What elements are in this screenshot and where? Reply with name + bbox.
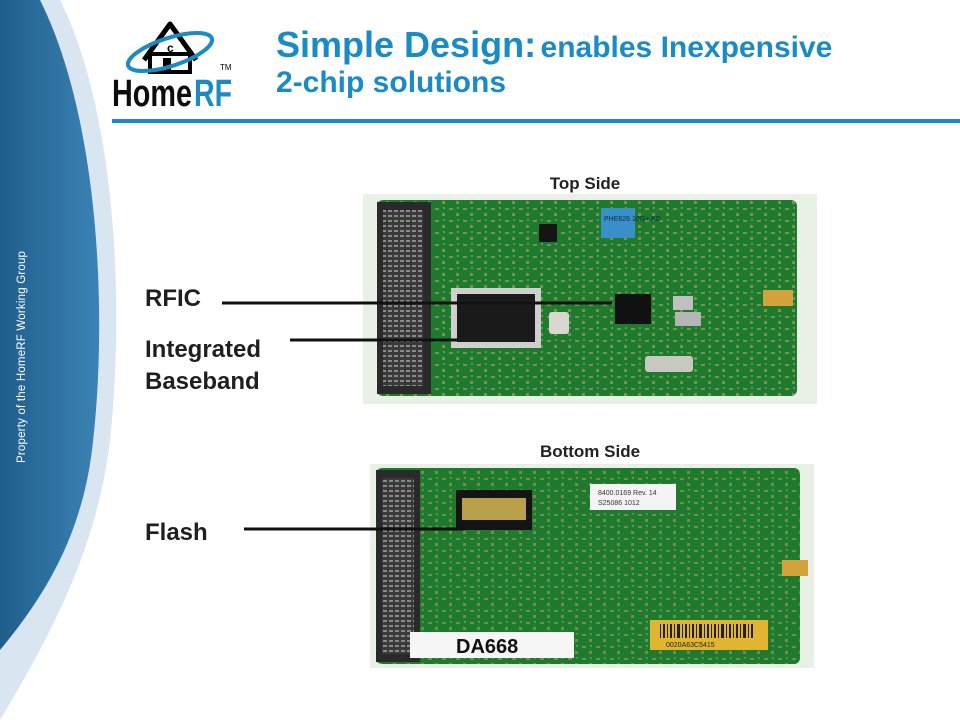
bottom-side-label: Bottom Side	[539, 442, 641, 461]
bottom-id-label: DA668	[456, 636, 518, 658]
title-underline	[112, 119, 960, 123]
top-side-board-photo: PHE626 10G+ KD	[363, 194, 817, 404]
bottom-sticker-line2: S25086 1012	[598, 500, 640, 507]
logo-tm: TM	[220, 63, 232, 72]
title-main: Simple Design:	[276, 24, 537, 65]
logo-rf-text: RF	[194, 73, 232, 115]
barcode-text: 0020A63C5415	[666, 642, 715, 649]
homerf-logo: c Home RF TM	[112, 21, 232, 115]
bottom-sticker-line1: 8400.0169 Rev. 14	[598, 490, 657, 497]
top-side-label: Top Side	[549, 174, 621, 193]
house-icon: c	[125, 21, 215, 74]
svg-text:c: c	[167, 41, 174, 55]
callout-baseband-line2: Baseband	[145, 367, 260, 395]
top-chip-mark: PHE626 10G+ KD	[604, 216, 661, 223]
callout-integrated-baseband: Integrated Baseband	[145, 334, 261, 398]
slide-title: Simple Design: enables Inexpensive 2-chi…	[276, 24, 946, 100]
callout-rfic: RFIC	[145, 285, 201, 312]
title-sub: enables Inexpensive	[540, 31, 833, 64]
side-decoration	[0, 0, 117, 720]
callout-flash: Flash	[145, 519, 208, 546]
bottom-side-board-photo: 8400.0169 Rev. 14 S25086 1012 DA668 0020…	[370, 464, 814, 668]
property-note: Property of the HomeRF Working Group	[16, 250, 28, 463]
logo-home-text: Home	[112, 73, 192, 115]
callout-baseband-line1: Integrated	[145, 336, 262, 363]
title-line2: 2-chip solutions	[276, 65, 507, 99]
